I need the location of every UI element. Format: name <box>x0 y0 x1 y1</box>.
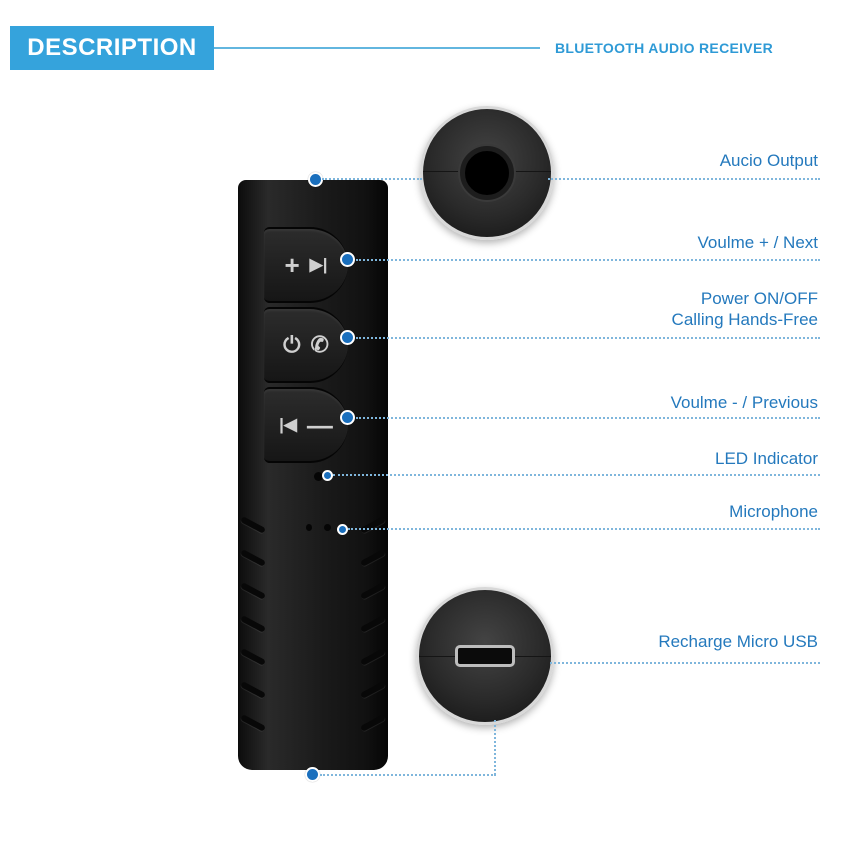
grip-rib <box>240 681 266 699</box>
grip-rib <box>360 648 386 666</box>
plus-icon: + <box>284 249 300 280</box>
callout-line <box>348 528 820 530</box>
grip-rib <box>240 549 266 567</box>
label-audio-output: Aucio Output <box>719 151 818 170</box>
callout-line <box>550 662 820 664</box>
callout-dot-microphone <box>337 524 348 535</box>
led-indicator <box>314 472 323 481</box>
callout-dot-volume-down <box>340 410 355 425</box>
callout-dot-usb <box>305 767 320 782</box>
label-calling-hands-free: Calling Hands-Free <box>671 310 818 329</box>
next-track-icon: ▶| <box>309 255 328 274</box>
microphone-hole <box>306 524 312 531</box>
product-subtitle: BLUETOOTH AUDIO RECEIVER <box>555 40 773 56</box>
callout-line <box>356 259 820 261</box>
callout-dot-led <box>322 470 333 481</box>
power-call-button[interactable]: ⏻ ✆ <box>264 307 348 383</box>
grip-rib <box>360 714 386 732</box>
volume-down-previous-button[interactable]: |◀ — <box>264 387 348 463</box>
phone-icon: ✆ <box>310 332 329 357</box>
grip-rib <box>240 582 266 600</box>
label-led-indicator: LED Indicator <box>715 449 818 468</box>
grip-rib <box>360 615 386 633</box>
grip-rib <box>360 549 386 567</box>
grip-rib <box>240 615 266 633</box>
micro-usb-closeup <box>416 587 554 725</box>
callout-line <box>333 474 820 476</box>
label-volume-up-next: Voulme + / Next <box>697 233 818 252</box>
label-volume-down-previous: Voulme - / Previous <box>670 393 818 412</box>
audio-jack-icon <box>460 146 514 200</box>
description-heading: DESCRIPTION <box>10 26 214 70</box>
grip-rib <box>360 681 386 699</box>
callout-line <box>548 178 820 180</box>
callout-line <box>322 178 422 180</box>
volume-up-next-button[interactable]: + ▶| <box>264 227 348 303</box>
grip-rib <box>240 648 266 666</box>
callout-dot-audio-output <box>308 172 323 187</box>
callout-dot-volume-up <box>340 252 355 267</box>
microphone-hole <box>324 524 331 531</box>
minus-icon: — <box>306 409 333 440</box>
grip-rib <box>360 582 386 600</box>
micro-usb-port-icon <box>455 645 515 667</box>
previous-track-icon: |◀ <box>279 415 297 434</box>
grip-rib <box>360 516 386 534</box>
label-power: Power ON/OFF <box>700 289 818 308</box>
audio-jack-closeup <box>420 106 554 240</box>
grip-rib <box>240 714 266 732</box>
label-microphone: Microphone <box>729 502 818 521</box>
grip-rib <box>240 516 266 534</box>
label-recharge-micro-usb: Recharge Micro USB <box>658 632 818 651</box>
header-divider <box>214 47 540 49</box>
callout-line <box>320 774 496 776</box>
callout-line <box>356 337 820 339</box>
power-icon: ⏻ <box>283 332 301 357</box>
callout-line <box>356 417 820 419</box>
callout-dot-power <box>340 330 355 345</box>
callout-line <box>494 720 496 775</box>
